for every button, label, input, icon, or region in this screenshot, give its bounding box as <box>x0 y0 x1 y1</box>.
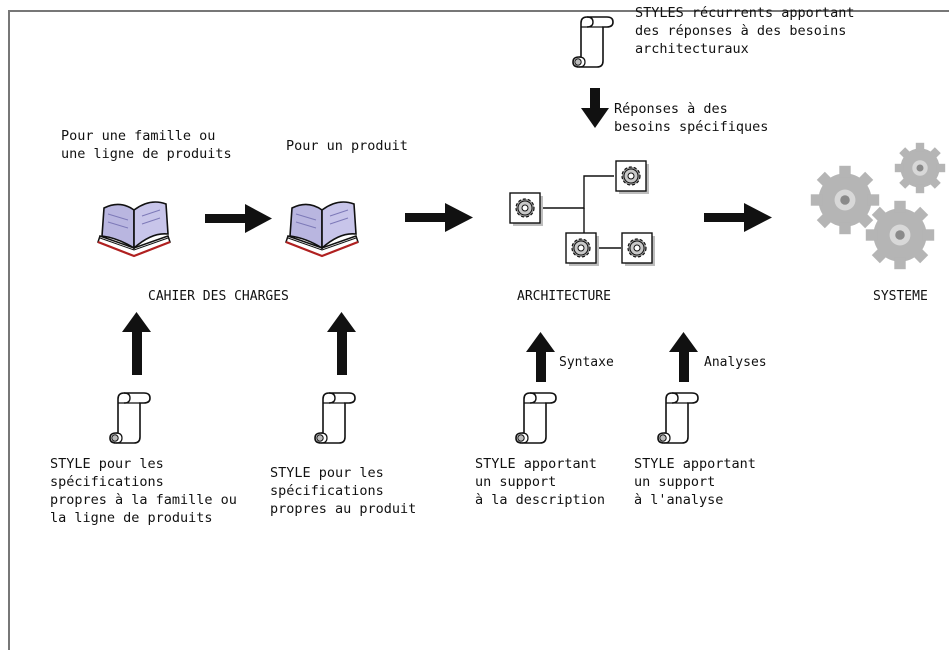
book-icon <box>96 200 172 258</box>
book-icon <box>284 200 360 258</box>
book-famille-caption: Pour une famille ou une ligne de produit… <box>61 128 232 162</box>
up-arrow <box>327 312 356 375</box>
reponses-text: Réponses à des besoins spécifiques <box>614 101 769 135</box>
cahier-des-charges-label: CAHIER DES CHARGES <box>148 289 289 304</box>
gear-icon <box>509 192 544 227</box>
gear-icon <box>615 160 650 195</box>
systeme-label: SYSTEME <box>873 289 928 304</box>
up-arrow <box>669 332 698 382</box>
scroll-icon <box>572 16 614 68</box>
up-arrow <box>526 332 555 382</box>
scroll-icon <box>515 392 557 444</box>
scroll-icon <box>314 392 356 444</box>
gear-icon <box>565 232 600 267</box>
style-description-caption: STYLE apportant un support à la descript… <box>475 456 606 508</box>
style-produit-caption: STYLE pour les spécifications propres au… <box>270 465 417 517</box>
analyses-label: Analyses <box>704 355 767 370</box>
architecture-label: ARCHITECTURE <box>517 289 611 304</box>
right-arrow <box>405 203 473 232</box>
syntaxe-label: Syntaxe <box>559 355 614 370</box>
gears-icon <box>810 142 946 270</box>
scroll-icon <box>109 392 151 444</box>
down-arrow <box>581 88 609 128</box>
styles-recurrents-text: STYLES récurrents apportant des réponses… <box>635 5 855 57</box>
diagram-canvas: STYLES récurrents apportant des réponses… <box>8 5 949 650</box>
scroll-icon <box>657 392 699 444</box>
up-arrow <box>122 312 151 375</box>
architecture-graph <box>509 160 656 267</box>
right-arrow <box>704 203 772 232</box>
gear-icon <box>621 232 656 267</box>
diagram-frame <box>8 10 949 650</box>
style-famille-caption: STYLE pour les spécifications propres à … <box>50 456 237 526</box>
diagram-graphics <box>96 16 946 444</box>
right-arrow <box>205 204 272 233</box>
book-produit-caption: Pour un produit <box>286 138 408 154</box>
style-analyse-caption: STYLE apportant un support à l'analyse <box>634 456 756 508</box>
